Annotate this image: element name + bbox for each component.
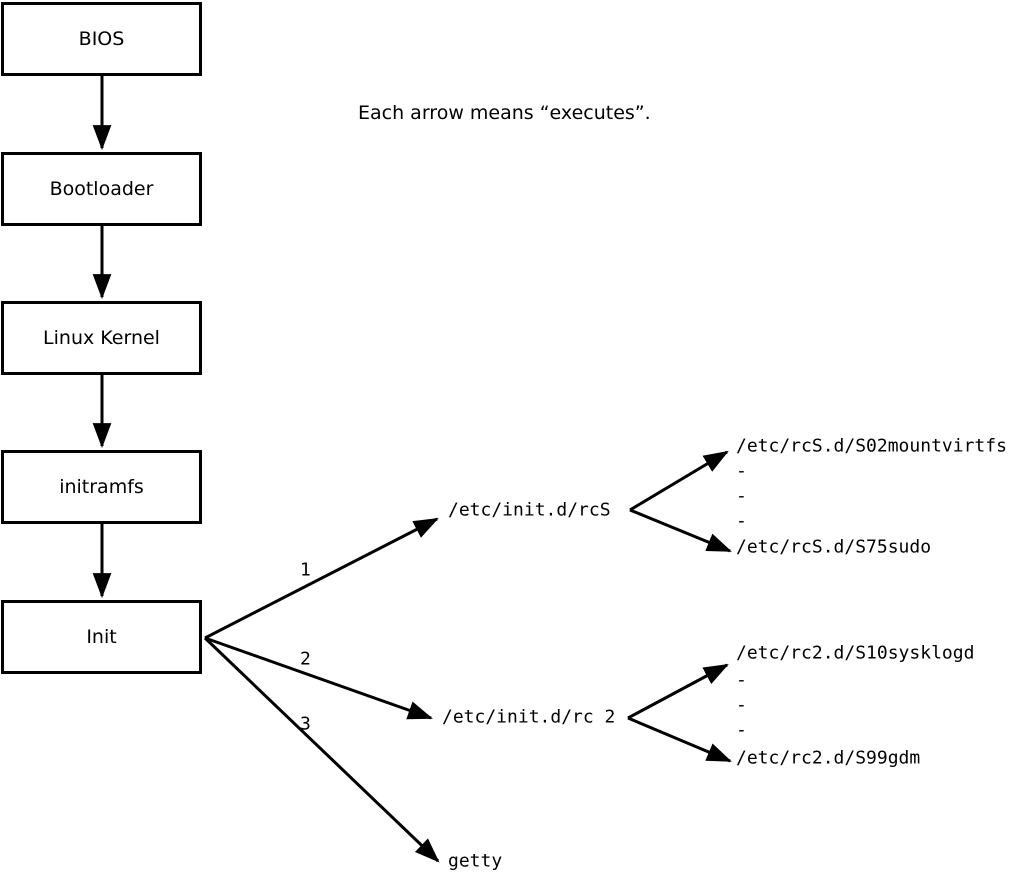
branch-2-number: 2 [300, 648, 311, 670]
rcS-child-ellipsis-1: - [736, 460, 747, 482]
rcS-child-s02mountvirtfs: /etc/rcS.d/S02mountvirtfs [736, 435, 1007, 457]
arrow-rcS-to-s75sudo [629, 508, 732, 553]
rcS-child-ellipsis-3: - [736, 510, 747, 532]
initramfs-box: initramfs [1, 450, 202, 524]
linux-kernel-label: Linux Kernel [43, 327, 160, 349]
branch-3-number: 3 [300, 713, 311, 735]
arrow-init-to-getty [203, 636, 440, 863]
init-label: Init [86, 626, 117, 648]
rc2-script-label: /etc/init.d/rc 2 [442, 706, 616, 728]
bootloader-box: Bootloader [1, 152, 202, 226]
rc2-child-s99gdm: /etc/rc2.d/S99gdm [736, 747, 921, 769]
initramfs-label: initramfs [59, 476, 144, 498]
init-box: Init [1, 600, 202, 674]
arrow-init-to-rcS [204, 517, 439, 640]
arrow-init-to-rc2 [204, 636, 433, 720]
linux-kernel-box: Linux Kernel [1, 301, 202, 375]
arrow-rcS-to-s02mountvirtfs [629, 450, 729, 512]
bios-label: BIOS [78, 28, 125, 50]
arrow-rc2-to-s10sysklogd [627, 663, 729, 720]
rcS-child-ellipsis-2: - [736, 485, 747, 507]
rc2-child-ellipsis-3: - [736, 719, 747, 741]
rc2-child-ellipsis-2: - [736, 694, 747, 716]
getty-label: getty [448, 850, 503, 872]
arrow-rc2-to-s99gdm [627, 716, 732, 763]
branch-1-number: 1 [300, 559, 311, 581]
bios-box: BIOS [1, 2, 202, 76]
legend-note: Each arrow means “executes”. [358, 102, 651, 124]
rcS-child-s75sudo: /etc/rcS.d/S75sudo [736, 536, 932, 558]
rcS-script-label: /etc/init.d/rcS [448, 499, 611, 521]
rc2-child-ellipsis-1: - [736, 669, 747, 691]
bootloader-label: Bootloader [49, 178, 154, 200]
rc2-child-s10sysklogd: /etc/rc2.d/S10sysklogd [736, 642, 975, 664]
